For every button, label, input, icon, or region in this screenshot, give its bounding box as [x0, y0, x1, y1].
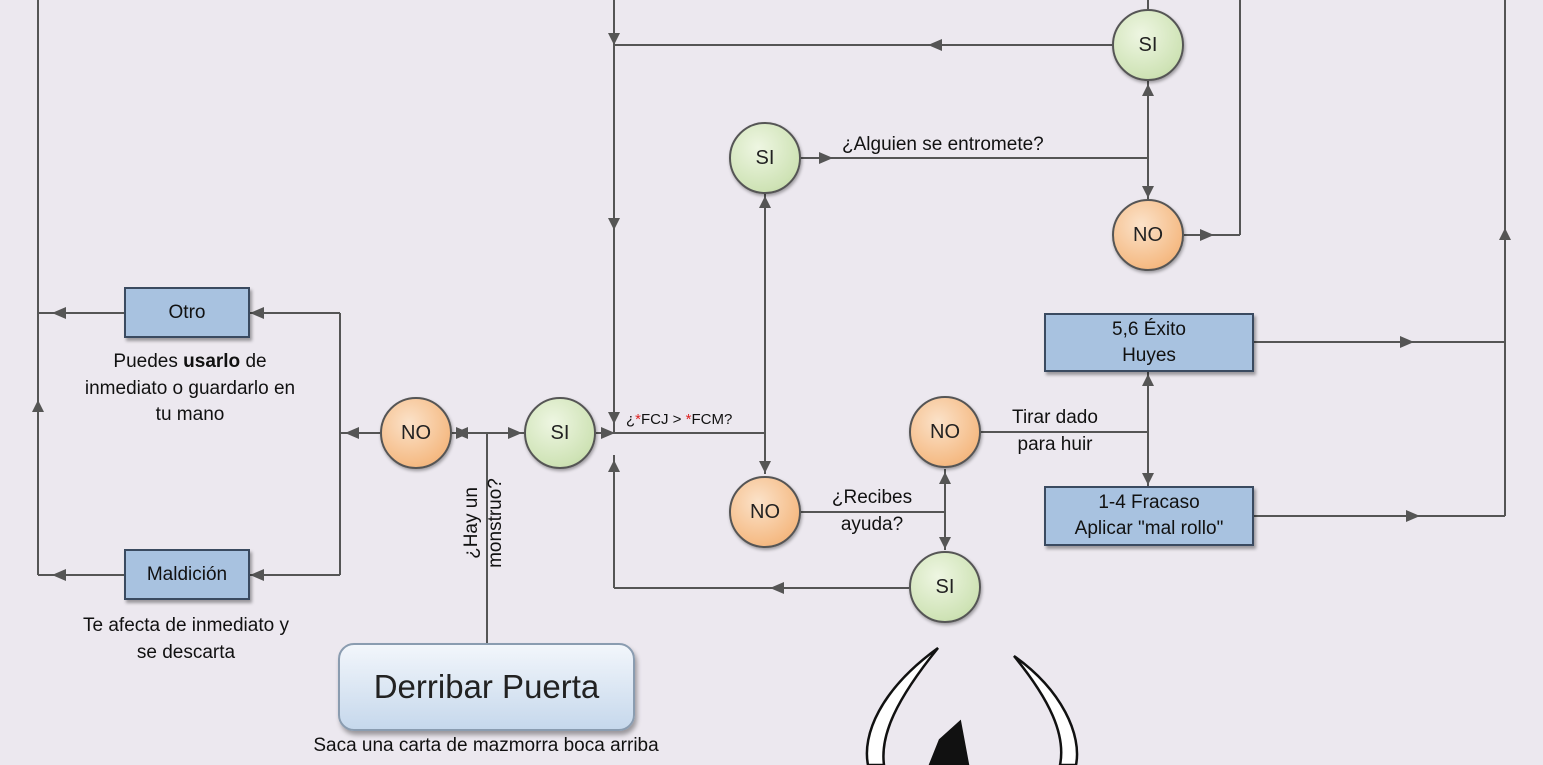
si-node-monstruo: SI — [524, 397, 596, 469]
derribar-label: Derribar Puerta — [373, 668, 600, 705]
si-node-ayuda: SI — [909, 551, 981, 623]
si-node-alguien: SI — [729, 122, 801, 194]
maldicion-label: Maldición — [146, 563, 228, 585]
si-node-top: SI — [1112, 9, 1184, 81]
otro-label: Otro — [168, 301, 206, 323]
entromete-label: ¿Alguien se entromete? — [842, 134, 1044, 155]
otro-box: Otro — [124, 287, 250, 338]
fcj-condition-label: ¿*FCJ > *FCM? — [626, 411, 733, 428]
fracaso-line2: Aplicar "mal rollo" — [1074, 518, 1224, 539]
no-node-fcj: NO — [729, 476, 801, 548]
otro-description: Puedes usarlo de inmediato o guardarlo e… — [84, 351, 296, 426]
exito-line1: 5,6 Éxito — [1112, 318, 1186, 340]
no-node-monstruo: NO — [380, 397, 452, 469]
horns-illustration — [865, 646, 1079, 765]
derribar-puerta-box: Derribar Puerta — [338, 643, 635, 731]
maldicion-box: Maldición — [124, 549, 250, 600]
no-node-ayuda: NO — [909, 396, 981, 468]
exito-line2: Huyes — [1122, 344, 1176, 366]
no-node-alguien: NO — [1112, 199, 1184, 271]
derribar-description: Saca una carta de mazmorra boca arriba — [313, 735, 659, 756]
fracaso-line1: 1-4 Fracaso — [1098, 492, 1200, 514]
